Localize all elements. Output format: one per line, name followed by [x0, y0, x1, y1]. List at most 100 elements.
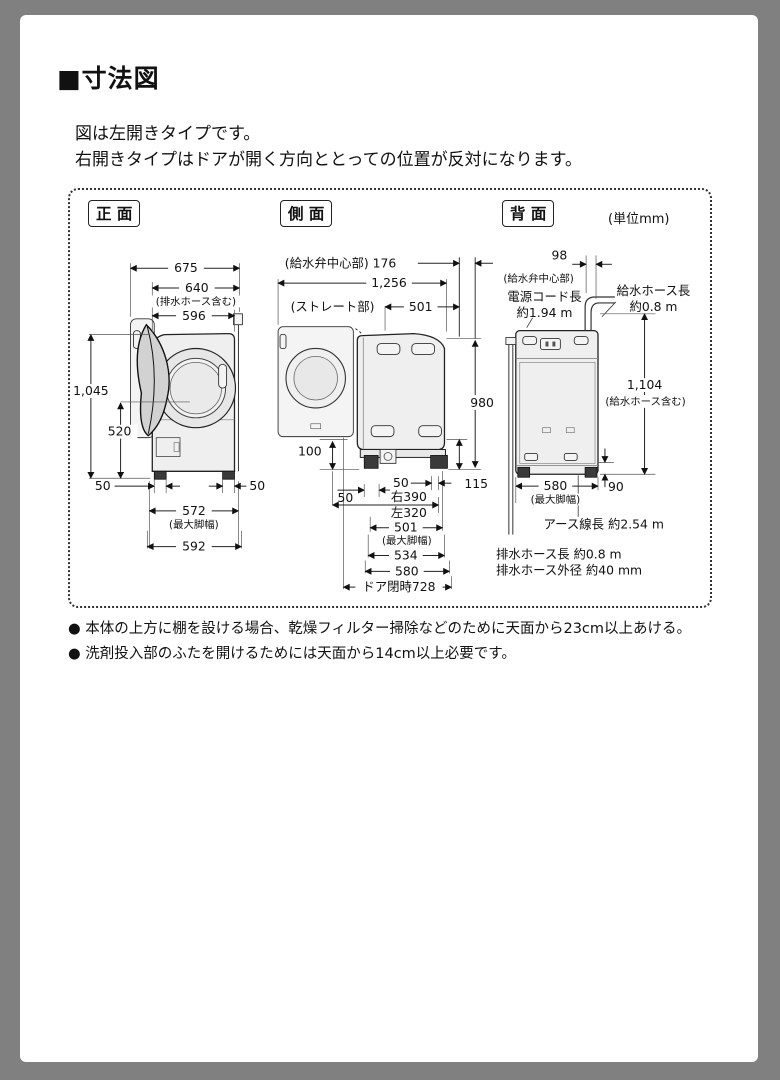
dimension-diagram: 675 640 (排水ホース含む) 596 1,045 520 50 50 57… — [72, 248, 692, 594]
back-water-hose-leader — [601, 301, 617, 318]
front-dim-596: 596 — [182, 309, 206, 323]
side-view-drawing — [277, 257, 476, 469]
back-dim-98-note: (給水弁中心部) — [503, 272, 573, 285]
front-dim-50-right: 50 — [249, 479, 265, 493]
back-rear-panel — [519, 361, 596, 464]
side-dim-534: 534 — [394, 548, 418, 562]
side-dim-valve-176: (給水弁中心部) 176 — [285, 255, 397, 270]
side-dim-right-390: 右390 — [391, 489, 427, 504]
front-door-glass — [169, 361, 223, 415]
side-vent-slot-4 — [418, 425, 442, 438]
front-hose-clip — [233, 313, 243, 326]
back-dim-1104-note: (給水ホース含む) — [605, 395, 685, 408]
back-dim-90: 90 — [608, 480, 624, 494]
front-dim-520: 520 — [108, 425, 132, 439]
front-foot-right — [222, 470, 235, 480]
back-earth-wire-label: アース線長 約2.54 m — [544, 517, 664, 532]
back-dim-98: 98 — [551, 248, 567, 262]
side-dim-1256: 1,256 — [371, 276, 407, 290]
document-page: ■寸法図 図は左開きタイプです。 右開きタイプはドアが開く方向ととっての位置が反… — [20, 15, 758, 1062]
back-water-hose-line-1 — [584, 296, 615, 331]
front-dim-572: 572 — [182, 504, 206, 518]
footnote-2: ● 洗剤投入部のふたを開けるためには天面から14cm以上必要です。 — [68, 645, 516, 662]
back-power-outlet — [540, 338, 561, 350]
side-vent-slot-2 — [411, 343, 436, 355]
back-foot-left — [517, 466, 531, 478]
back-water-hose-line-2 — [590, 302, 615, 331]
back-view-label: 背 面 — [502, 200, 555, 227]
side-pump-screw — [383, 452, 393, 461]
back-outlet-prong-1 — [545, 341, 549, 347]
side-door-latch — [310, 423, 322, 430]
footnote-1: ● 本体の上方に棚を設ける場合、乾燥フィルター掃除などのために天面から23cm以… — [68, 621, 692, 637]
back-lower-slot-1 — [524, 453, 539, 461]
front-door-handle — [218, 363, 228, 389]
back-dim-1104: 1,104 — [627, 378, 663, 392]
side-door-handle — [279, 334, 287, 349]
back-power-cord-label: 電源コード長 — [507, 290, 582, 304]
side-dim-580: 580 — [395, 564, 419, 578]
back-view-dimension-labels: 98 (給水弁中心部) 電源コード長 約1.94 m 給水ホース長 約0.8 m… — [496, 248, 692, 577]
side-view-label: 側 面 — [280, 200, 333, 227]
back-dim-580: 580 — [544, 479, 568, 493]
front-dim-1045: 1,045 — [73, 384, 108, 398]
side-dim-straight-label: (ストレート部) — [291, 299, 375, 314]
front-open-door-edge — [136, 323, 170, 437]
back-lower-slot-2 — [563, 453, 578, 461]
front-view-dimension-labels: 675 640 (排水ホース含む) 596 1,045 520 50 50 57… — [72, 261, 265, 554]
side-dim-100: 100 — [298, 444, 322, 458]
front-dim-50-left: 50 — [95, 479, 111, 493]
front-dim-592: 592 — [182, 540, 206, 554]
front-dim-572-note: (最大脚幅) — [169, 518, 219, 531]
front-view-label: 正 面 — [88, 200, 141, 227]
front-dim-640-note: (排水ホース含む) — [156, 295, 236, 308]
diagram-frame: 675 640 (排水ホース含む) 596 1,045 520 50 50 57… — [68, 188, 712, 608]
side-foot-front — [363, 455, 379, 469]
unit-label: (単位mm) — [608, 212, 670, 227]
side-view-dimension-labels: (給水弁中心部) 176 1,256 (ストレート部) 501 980 100 … — [285, 255, 500, 594]
back-panel-clip-2 — [565, 427, 575, 434]
back-panel-clip-1 — [542, 427, 551, 434]
side-dim-980: 980 — [470, 396, 494, 410]
back-view-drawing — [505, 296, 617, 535]
front-dim-640: 640 — [185, 281, 209, 295]
back-water-hose-value: 約0.8 m — [629, 299, 677, 314]
side-door-window-inner — [293, 356, 338, 401]
intro-line-1: 図は左開きタイプです。 — [75, 124, 261, 144]
side-dim-50-front: 50 — [338, 491, 354, 505]
back-foot-right — [584, 466, 598, 478]
side-dim-501: 501 — [394, 521, 418, 535]
front-foot-left — [153, 470, 167, 480]
back-drain-hose-diameter-label: 排水ホース外径 約40 mm — [496, 562, 642, 577]
front-open-door-edge-line — [146, 326, 155, 434]
back-power-cord-leader — [526, 317, 533, 328]
footnotes: ● 本体の上方に棚を設ける場合、乾燥フィルター掃除などのために天面から23cm以… — [68, 617, 691, 666]
front-access-latch — [173, 442, 180, 452]
intro-line-2: 右開きタイプはドアが開く方向ととっての位置が反対になります。 — [75, 150, 582, 170]
back-power-cord-value: 約1.94 m — [517, 305, 573, 320]
page-title: ■寸法図 — [57, 64, 160, 93]
side-vent-slot-3 — [370, 425, 395, 438]
side-pump-cover — [379, 449, 397, 464]
front-access-panel — [155, 437, 181, 457]
side-dim-50-rear: 50 — [393, 476, 409, 490]
side-dim-door-closed-728: ドア閉時728 — [362, 580, 435, 594]
back-drain-hose-clip — [505, 337, 517, 345]
back-water-hose-label: 給水ホース長 — [617, 284, 691, 298]
back-body — [515, 330, 599, 475]
side-dim-115: 115 — [464, 477, 488, 491]
back-vent-slot-right — [573, 336, 589, 345]
front-view-drawing — [130, 313, 243, 480]
back-dim-580-note: (最大脚幅) — [531, 493, 581, 506]
back-vent-slot-left — [522, 336, 538, 345]
intro-text: 図は左開きタイプです。 右開きタイプはドアが開く方向ととっての位置が反対になりま… — [75, 121, 582, 173]
side-dim-501-note: (最大脚幅) — [382, 534, 432, 547]
front-dim-675: 675 — [174, 261, 198, 275]
back-outlet-prong-2 — [552, 341, 556, 347]
back-drain-hose-length-label: 排水ホース長 約0.8 m — [496, 546, 622, 561]
side-dim-501-top: 501 — [409, 300, 433, 314]
side-foot-rear — [430, 455, 448, 469]
side-dim-left-320: 左320 — [391, 505, 427, 520]
side-vent-slot-1 — [376, 343, 401, 355]
